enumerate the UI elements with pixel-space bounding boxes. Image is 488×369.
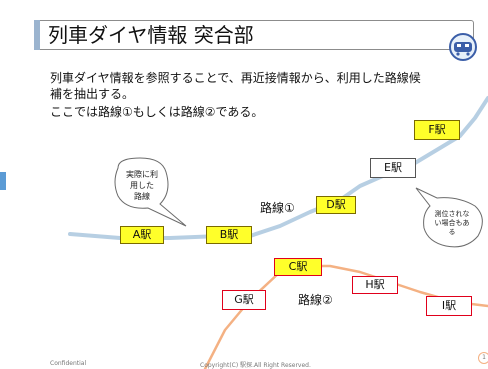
callout-right-line-2: い場合もあ [434, 219, 470, 227]
station-g: G駅 [222, 290, 266, 310]
station-c: C駅 [274, 258, 322, 276]
station-e: E駅 [370, 158, 416, 178]
title-accent-bar [34, 20, 40, 50]
body-line-3: ここでは路線①もしくは路線②である。 [50, 105, 264, 119]
station-d: D駅 [316, 196, 356, 214]
route1-label: 路線① [260, 201, 295, 215]
route1-line [68, 96, 488, 240]
callout-left-line-1: 実際に利 [126, 170, 158, 179]
station-i: I駅 [426, 296, 472, 316]
body-line-2: 補を抽出する。 [50, 87, 135, 101]
ekitan-logo-icon [448, 32, 478, 62]
body-line-1: 列車ダイヤ情報を参照することで、再近接情報から、利用した路線候 [50, 71, 421, 85]
footer-confidential: Confidential [50, 360, 87, 367]
station-h: H駅 [352, 276, 398, 294]
slide-title: 列車ダイヤ情報 突合部 [48, 23, 254, 47]
footer-copyright: Copyright(C) 駅探.All Right Reserved. [200, 362, 311, 369]
callout-right [415, 187, 483, 248]
callout-left-line-2: 用した [130, 181, 154, 190]
station-b: B駅 [206, 226, 252, 244]
route2-line [203, 264, 488, 369]
callout-left-line-3: 路線 [134, 192, 150, 201]
station-a: A駅 [120, 226, 164, 244]
callout-right-line-1: 測位されな [434, 210, 470, 218]
slide-edge-tab [0, 172, 6, 190]
station-f: F駅 [414, 120, 460, 140]
page-number: 1 [482, 354, 486, 361]
callout-left [114, 157, 187, 227]
route2-label: 路線② [298, 293, 333, 307]
callout-right-line-3: る [448, 228, 456, 236]
page-number-badge: 1 [478, 352, 488, 364]
